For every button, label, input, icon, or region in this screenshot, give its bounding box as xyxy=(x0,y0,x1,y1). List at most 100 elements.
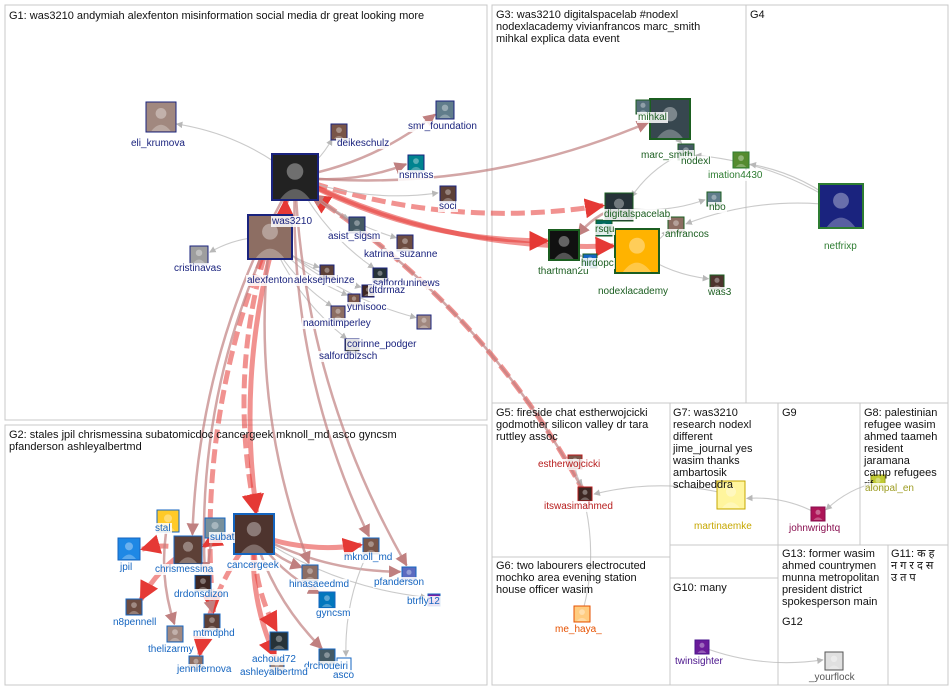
node-label-mtmdphd[interactable]: mtmdphd xyxy=(192,628,236,639)
node-label-was3[interactable]: was3 xyxy=(707,287,733,298)
node-label-mknoll_md[interactable]: mknoll_md xyxy=(343,552,394,563)
node-label-yunisooc[interactable]: yunisooc xyxy=(346,302,388,313)
node-label-salforduninews[interactable]: salforduninews xyxy=(372,278,441,289)
node-chrismessina[interactable] xyxy=(173,535,203,565)
node-martinaemke[interactable] xyxy=(716,480,746,510)
node-itswasimahmed[interactable] xyxy=(577,486,593,502)
group-title-g13: G13: former wasim ahmed countrymen munna… xyxy=(782,548,880,608)
node-corinne_podger[interactable] xyxy=(416,314,432,330)
node-label-hirdopc[interactable]: hirdopc xyxy=(580,258,615,269)
node-thelizarmy[interactable] xyxy=(166,625,184,643)
node-label-soci[interactable]: soci xyxy=(438,201,458,212)
node-was3210[interactable] xyxy=(271,153,319,201)
node-label-corinne_podger[interactable]: corinne_podger xyxy=(346,339,418,350)
group-title-g1: G1: was3210 andymiah alexfenton misinfor… xyxy=(9,10,425,22)
node-label-jpil[interactable]: jpil xyxy=(119,562,134,573)
node-label-marc_smith[interactable]: marc_smith xyxy=(640,150,694,161)
node-hinasaeedmd[interactable] xyxy=(301,564,319,582)
node-label-was3210[interactable]: was3210 xyxy=(271,216,314,227)
node-label-g8node[interactable]: alonpal_en xyxy=(864,483,915,494)
node-label-n8pennell[interactable]: n8pennell xyxy=(112,617,158,628)
node-label-vivianfrancos[interactable]: anfrancos xyxy=(664,229,710,240)
group-title-g10: G10: many xyxy=(673,582,727,594)
node-label-chrismessina[interactable]: chrismessina xyxy=(154,564,215,575)
node-label-achoud72[interactable]: achoud72 xyxy=(251,654,297,665)
group-title-g3: G3: was3210 digitalspacelab #nodexl node… xyxy=(496,9,701,45)
node-label-martinaemke[interactable]: martinaemke xyxy=(693,521,753,532)
node-label-naomitimperley[interactable]: naomitimperley xyxy=(302,318,372,329)
node-label-nodexlacademy[interactable]: nodexlacademy xyxy=(597,286,670,297)
node-label-mihkal[interactable]: mihkal xyxy=(637,112,668,123)
node-label-aleksejheinze[interactable]: aleksejheinze xyxy=(293,275,356,286)
group-title-g8: G8: palestinian refugee wasim ahmed taam… xyxy=(864,407,938,491)
node-label-hinasaeedmd[interactable]: hinasaeedmd xyxy=(288,579,351,590)
node-twinsighter[interactable] xyxy=(694,639,710,655)
node-label-nbo[interactable]: nbo xyxy=(708,202,727,213)
node-label-asco[interactable]: asco xyxy=(332,670,356,681)
node-jpil[interactable] xyxy=(117,537,141,561)
node-marc_smith[interactable] xyxy=(649,98,691,140)
node-yourflock[interactable] xyxy=(824,651,844,671)
node-label-johnwrightq[interactable]: johnwrightq xyxy=(788,523,842,534)
node-thartman2u[interactable] xyxy=(548,229,580,261)
node-label-ashleyalbertmd[interactable]: ashleyalbertmd xyxy=(239,667,309,678)
node-imation4430[interactable] xyxy=(732,151,750,169)
node-nsmnss[interactable] xyxy=(407,154,425,172)
node-label-salfordbizsch[interactable]: salfordbizsch xyxy=(318,351,379,362)
node-label-cancergeek[interactable]: cancergeek xyxy=(226,560,280,571)
node-label-yourflock[interactable]: _yourflock xyxy=(808,672,856,683)
group-title-g7: G7: was3210 research nodexl different ji… xyxy=(673,407,753,491)
node-johnwrightq[interactable] xyxy=(810,506,826,522)
node-label-katrina_suzanne[interactable]: katrina_suzanne xyxy=(363,249,439,260)
node-label-estherwojcicki[interactable]: estherwojcicki xyxy=(537,459,602,470)
edge-twinsighter-yourflock xyxy=(701,646,824,664)
edge-martinaemke-itswasimahmed xyxy=(593,485,732,496)
edge-was3210-pfanderson xyxy=(293,176,408,567)
node-label-imation4430[interactable]: imation4430 xyxy=(707,170,764,181)
group-title-g6: G6: two labourers electrocuted mochko ar… xyxy=(496,560,646,596)
node-label-itswasimahmed[interactable]: itswasimahmed xyxy=(543,501,614,512)
node-soci[interactable] xyxy=(439,185,457,203)
group-title-g4: G4 xyxy=(750,9,765,21)
node-cancergeek[interactable] xyxy=(233,513,275,555)
node-label-twinsighter[interactable]: twinsighter xyxy=(674,656,724,667)
node-label-alexfenton[interactable]: alexfenton xyxy=(246,275,295,286)
node-eli_krumova[interactable] xyxy=(145,101,177,133)
node-label-dtdrmaz[interactable]: dtdrmaz xyxy=(368,285,407,296)
node-label-nsmnss[interactable]: nsmnss xyxy=(398,170,435,181)
node-cristinavas[interactable] xyxy=(189,245,209,265)
node-label-drchoueiri[interactable]: drchoueiri xyxy=(303,661,349,672)
group-title-g12: G12 xyxy=(782,616,803,628)
node-nodexlacademy[interactable] xyxy=(614,228,660,274)
node-label-jennifernova[interactable]: jennifernova xyxy=(176,664,233,675)
edge-me_haya_-itswasimahmed xyxy=(581,502,592,615)
node-label-asist_sigsm[interactable]: asist_sigsm xyxy=(327,231,382,242)
node-label-pfanderson[interactable]: pfanderson xyxy=(373,577,426,588)
node-label-thelizarmy[interactable]: thelizarmy xyxy=(147,644,195,655)
edge-johnwrightq-martinaemke xyxy=(745,494,819,515)
node-label-subat[interactable]: subat xyxy=(209,532,236,543)
node-n8pennell[interactable] xyxy=(125,598,143,616)
node-label-me_haya_[interactable]: me_haya_ xyxy=(554,624,603,635)
node-label-drdonsdizon[interactable]: drdonsdizon xyxy=(173,589,230,600)
node-label-deikeschulz[interactable]: deikeschulz xyxy=(336,138,391,149)
node-label-netfrixp[interactable]: netfrixp xyxy=(823,241,858,252)
node-smr_foundation[interactable] xyxy=(435,100,455,120)
node-me_haya_[interactable] xyxy=(573,605,591,623)
node-label-eli_krumova[interactable]: eli_krumova xyxy=(130,138,186,149)
node-achoud72[interactable] xyxy=(269,631,289,651)
group-box-g12 xyxy=(777,544,889,686)
node-label-btrfly12[interactable]: btrfly12 xyxy=(406,596,441,607)
node-netfrixp[interactable] xyxy=(818,183,864,229)
node-label-gyncsm[interactable]: gyncsm xyxy=(315,608,352,619)
node-label-cristinavas[interactable]: cristinavas xyxy=(173,263,223,274)
node-label-digitalspacelab[interactable]: digitalspacelab xyxy=(603,209,672,220)
node-label-nodexl[interactable]: nodexl xyxy=(680,156,712,167)
group-title-g5: G5: fireside chat estherwojcicki godmoth… xyxy=(496,407,649,443)
node-label-thartman2u[interactable]: thartman2u xyxy=(537,266,590,277)
node-label-smr_foundation[interactable]: smr_foundation xyxy=(407,121,478,132)
node-label-rsqu[interactable]: rsqu xyxy=(594,224,616,235)
node-gyncsm[interactable] xyxy=(318,591,336,609)
node-label-stal[interactable]: stal xyxy=(154,523,172,534)
